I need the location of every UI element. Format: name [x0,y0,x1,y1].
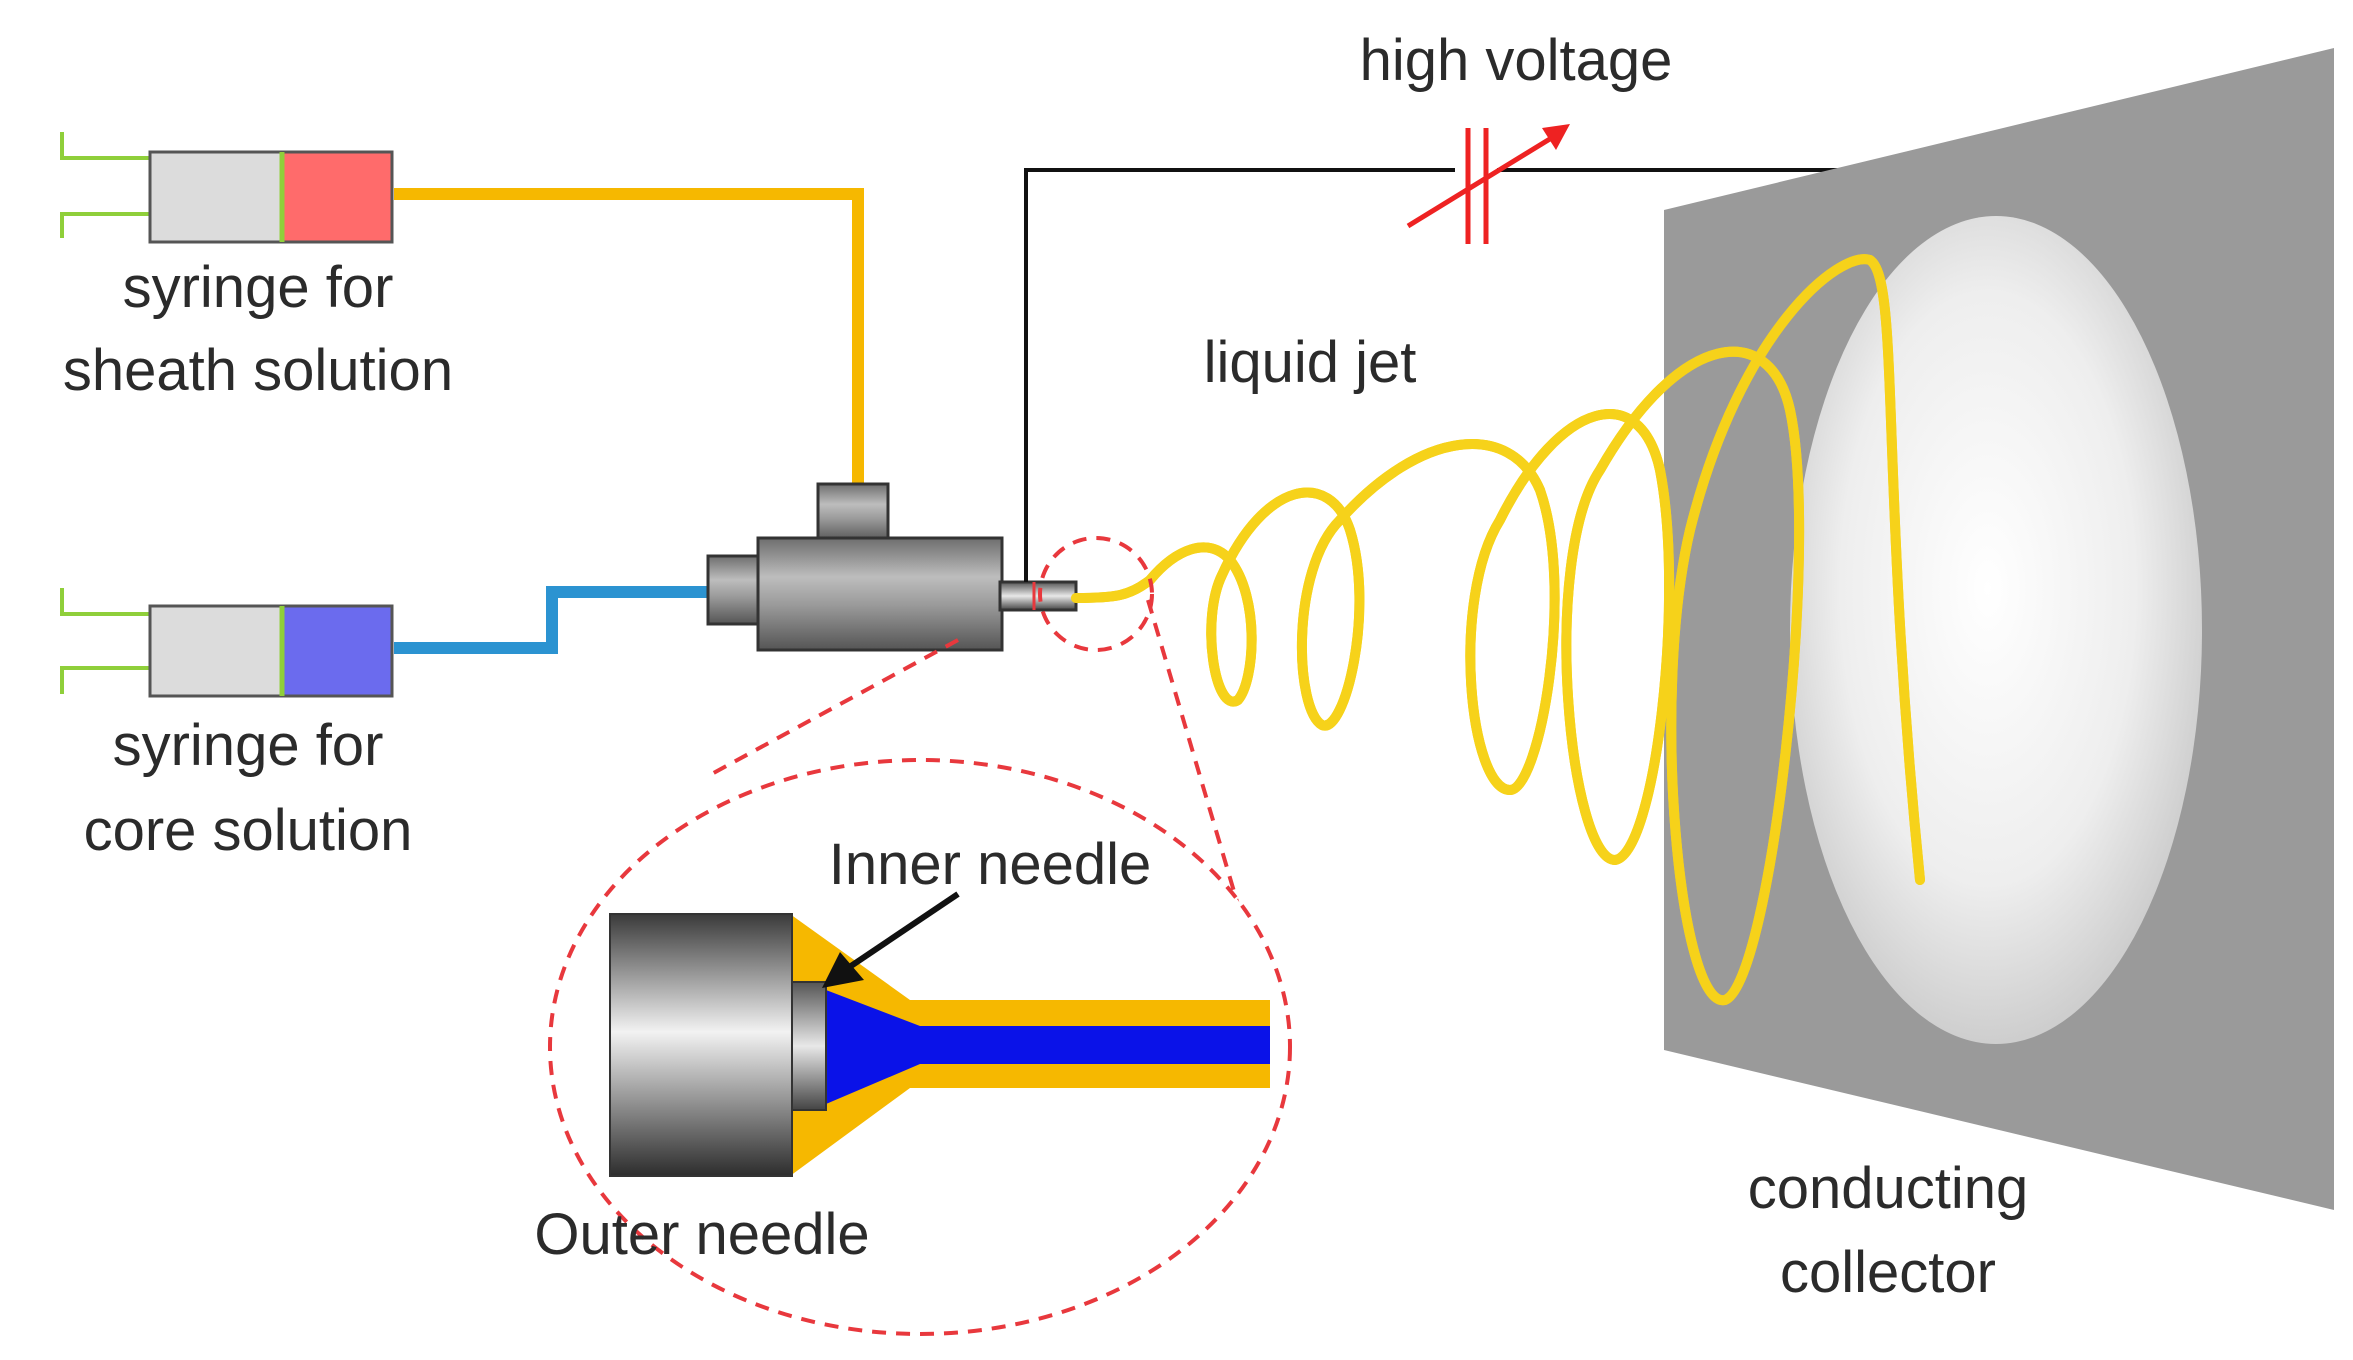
arrow-icon [822,891,960,988]
callout-small-circle [1038,536,1154,652]
inner-needle-detail [791,981,827,1111]
callout-line-left [707,638,959,778]
sheath-syringe-plunger [60,132,152,238]
coaxial-nozzle [706,482,1078,652]
conducting-collector [1664,48,2334,1210]
outer-needle-label: Outer needle [534,1202,869,1267]
core-solution-chamber [280,604,394,698]
sheath-syringe [60,132,394,244]
core-syringe-label-line1: syringe for [113,713,384,778]
sheath-syringe-label-line1: syringe for [123,255,394,320]
hv-wire-left [1024,168,1455,582]
sheath-syringe-label-line2: sheath solution [63,338,453,403]
core-syringe-plunger [60,588,152,694]
collector-label-line2: collector [1780,1240,1996,1305]
nozzle-needle-tip [998,580,1078,612]
liquid-jet [1071,259,1925,1000]
collector-target-disc [1790,216,2202,1044]
core-feed-line [394,586,710,654]
inner-needle-label: Inner needle [829,832,1151,897]
core-syringe-barrel [148,604,284,698]
outer-needle-detail [609,913,793,1177]
nozzle-body [756,536,1004,652]
sheath-feed-line [394,188,864,490]
core-syringe [60,588,394,698]
high-voltage-circuit [1024,124,1984,582]
high-voltage-label: high voltage [1360,28,1673,93]
core-syringe-label-line2: core solution [84,798,413,863]
core-fluid-detail [826,990,1270,1104]
sheath-syringe-barrel [148,150,284,244]
variable-capacitor-icon [1406,124,1570,244]
nozzle-top-inlet [816,482,890,544]
coaxial-needle-detail [609,891,1270,1177]
sheath-solution-chamber [280,150,394,244]
collector-label-line1: conducting [1748,1156,2029,1221]
liquid-jet-label: liquid jet [1204,330,1417,395]
